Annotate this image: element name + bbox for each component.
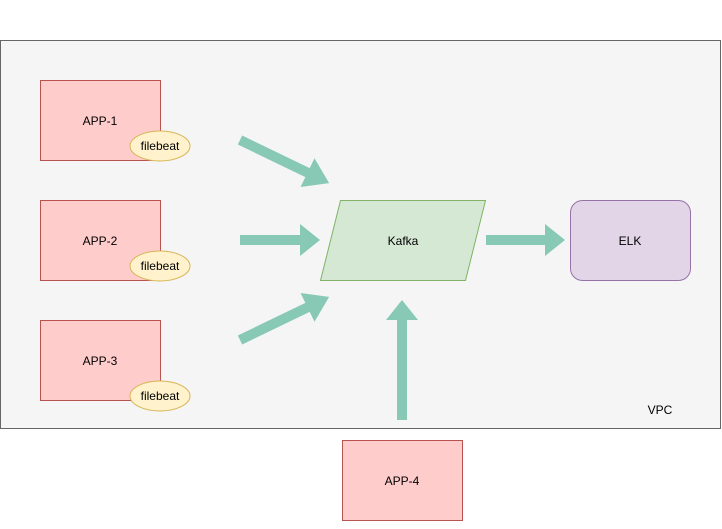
app-box [342, 440, 463, 521]
app-2-node[interactable]: APP-2 filebeat [40, 200, 191, 282]
elk-node[interactable]: ELK [570, 200, 691, 281]
app-1-node[interactable]: APP-1 filebeat [40, 80, 191, 162]
app-label: APP-1 [83, 114, 118, 128]
vpc-label: VPC [648, 403, 673, 417]
elk-label: ELK [619, 234, 642, 248]
elk-box [570, 200, 691, 281]
kafka-node[interactable]: Kafka [319, 200, 487, 281]
filebeat-badge [129, 130, 191, 162]
filebeat-label: filebeat [141, 259, 180, 273]
filebeat-badge [129, 380, 191, 412]
app-4-node[interactable]: APP-4 [342, 440, 463, 521]
app-label: APP-2 [83, 234, 118, 248]
app-label: APP-4 [385, 474, 420, 488]
arrow-app1-to-kafka[interactable] [233, 126, 336, 198]
filebeat-label: filebeat [141, 139, 180, 153]
kafka-shape [319, 200, 487, 281]
arrow-app2-to-kafka[interactable] [240, 224, 320, 256]
kafka-label: Kafka [388, 234, 419, 248]
app-label: APP-3 [83, 354, 118, 368]
arrow-app3-to-kafka[interactable] [233, 283, 336, 355]
arrow-app4-to-kafka[interactable] [386, 300, 418, 420]
arrow-kafka-to-elk[interactable] [486, 224, 565, 256]
filebeat-label: filebeat [141, 389, 180, 403]
filebeat-badge [129, 250, 191, 282]
app-3-node[interactable]: APP-3 filebeat [40, 320, 191, 412]
arrows [233, 126, 565, 420]
